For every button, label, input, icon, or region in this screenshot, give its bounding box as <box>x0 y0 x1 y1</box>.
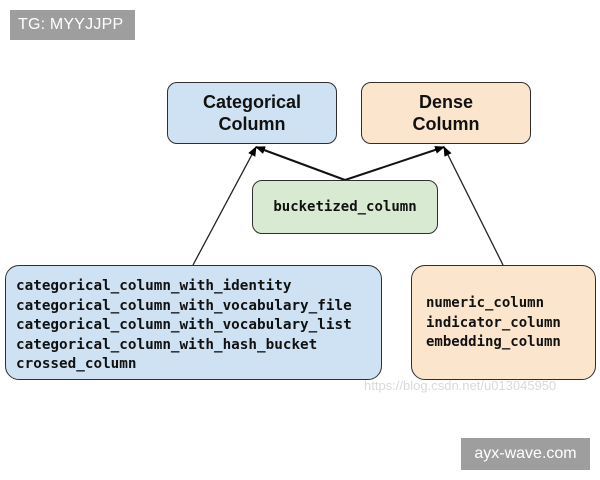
watermark-tag-bottom: ayx-wave.com <box>461 438 590 470</box>
list-item: categorical_column_with_vocabulary_list <box>16 317 352 333</box>
dense-column-label: Dense Column <box>412 92 480 134</box>
arrow-denselist-to-dense <box>443 146 504 266</box>
bucketized-column-node: bucketized_column <box>252 180 438 234</box>
categorical-column-node: Categorical Column <box>167 82 337 144</box>
arrow-bucketized-to-categorical <box>255 146 346 181</box>
list-item: categorical_column_with_hash_bucket <box>16 336 318 353</box>
list-item: categorical_column_with_identity <box>16 278 292 294</box>
list-item: indicator_column <box>426 314 561 331</box>
list-item: numeric_column <box>426 295 545 311</box>
arrow-catlist-to-categorical <box>192 146 257 266</box>
list-item: crossed_column <box>16 356 137 372</box>
dense-columns-list-node: numeric_column indicator_column embeddin… <box>411 265 596 380</box>
arrow-bucketized-to-dense <box>344 146 445 181</box>
categorical-columns-list-node: categorical_column_with_identity categor… <box>5 265 382 380</box>
bucketized-column-label: bucketized_column <box>273 199 417 215</box>
watermark-tag-top: TG: MYYJJPP <box>10 10 135 40</box>
list-item: embedding_column <box>426 334 561 350</box>
faint-url-watermark: https://blog.csdn.net/u013045950 <box>364 378 557 393</box>
list-item: categorical_column_with_vocabulary_file <box>16 297 352 314</box>
categorical-column-label: Categorical Column <box>202 92 302 134</box>
dense-column-node: Dense Column <box>361 82 531 144</box>
